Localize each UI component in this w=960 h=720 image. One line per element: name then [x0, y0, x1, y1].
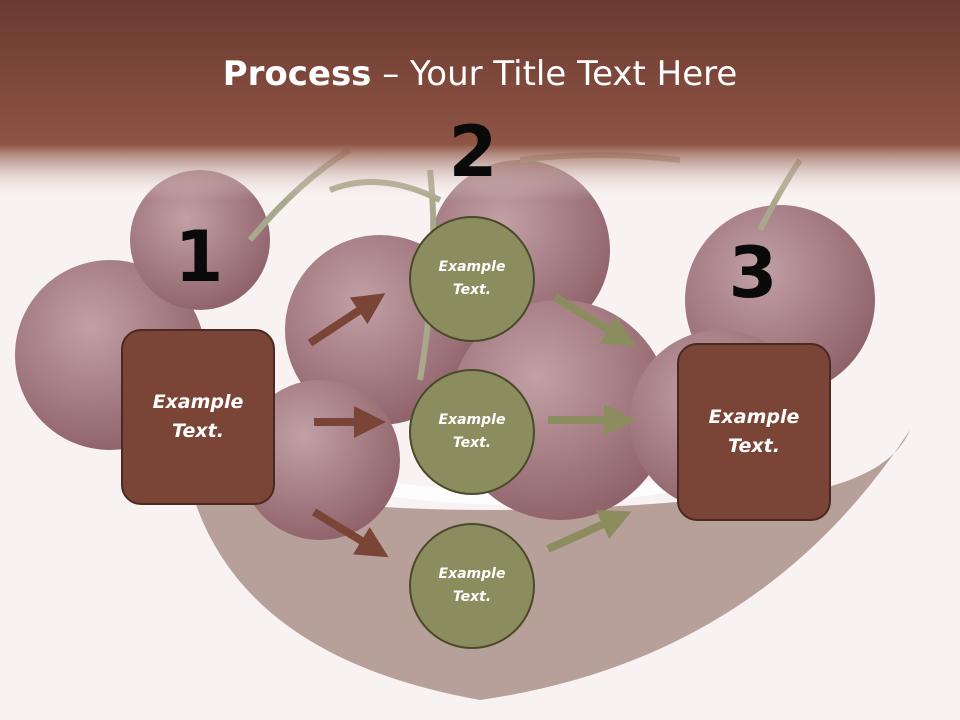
step-1-box[interactable]: Example Text. — [121, 329, 275, 505]
step-number-2: 2 — [448, 111, 498, 193]
step-number-3: 3 — [728, 232, 778, 314]
title-bold: Process — [222, 54, 372, 94]
page-title: Process – Your Title Text Here — [0, 52, 960, 96]
arrow-from-top-node — [552, 293, 636, 347]
node-bottom-label: Example Text. — [438, 566, 506, 605]
title-rest: – Your Title Text Here — [371, 54, 738, 94]
arrow-from-bottom-node — [546, 509, 632, 553]
step-1-label: Example Text. — [152, 391, 244, 442]
step-number-1: 1 — [174, 216, 224, 298]
step-3-box[interactable]: Example Text. — [677, 343, 831, 521]
step-3-label: Example Text. — [708, 406, 800, 457]
arrow-to-top-node — [307, 293, 386, 347]
node-middle-label: Example Text. — [438, 412, 506, 451]
step-2-node-middle[interactable]: Example Text. — [409, 369, 535, 495]
step-2-node-top[interactable]: Example Text. — [409, 216, 535, 342]
step-2-node-bottom[interactable]: Example Text. — [409, 523, 535, 649]
arrow-to-bottom-node — [311, 508, 389, 558]
node-top-label: Example Text. — [438, 259, 506, 298]
